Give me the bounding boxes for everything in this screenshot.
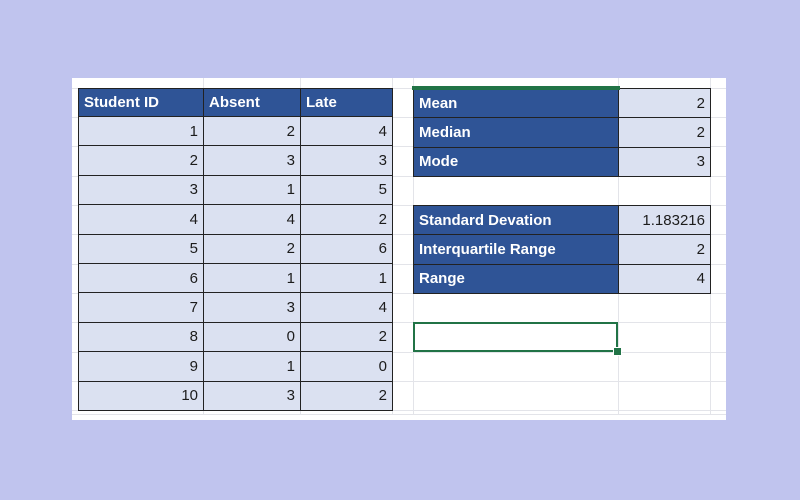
table-cell[interactable]: 9 xyxy=(79,352,204,382)
gridline xyxy=(72,381,726,382)
table-cell[interactable]: 2 xyxy=(204,234,301,264)
table-cell[interactable]: 1 xyxy=(204,352,301,382)
gridline xyxy=(72,264,726,265)
stat-label-median[interactable]: Median xyxy=(414,118,619,148)
table-cell[interactable]: 6 xyxy=(79,263,204,294)
stat-label-interquartile-range[interactable]: Interquartile Range xyxy=(414,235,619,265)
gridline xyxy=(72,410,726,411)
spread-stats-table: Standard Devation 1.183216 Interquartile… xyxy=(413,205,711,295)
stat-label-standard-deviation[interactable]: Standard Devation xyxy=(414,206,619,236)
table-cell[interactable]: 7 xyxy=(79,293,204,323)
column-header-absent[interactable]: Absent xyxy=(204,89,301,117)
gridline xyxy=(72,322,726,323)
stat-label-mode[interactable]: Mode xyxy=(414,147,619,178)
table-cell[interactable]: 6 xyxy=(301,234,393,264)
column-header-late[interactable]: Late xyxy=(301,89,393,117)
gridline xyxy=(72,176,726,177)
gridline xyxy=(72,234,726,235)
table-cell[interactable]: 4 xyxy=(204,205,301,235)
stat-value-standard-deviation[interactable]: 1.183216 xyxy=(619,206,711,236)
selection-edge-indicator xyxy=(412,86,620,90)
table-cell[interactable]: 4 xyxy=(301,293,393,323)
stat-value-range[interactable]: 4 xyxy=(619,264,711,295)
stat-value-interquartile-range[interactable]: 2 xyxy=(619,235,711,265)
table-cell[interactable]: 10 xyxy=(79,381,204,411)
stat-value-median[interactable]: 2 xyxy=(619,118,711,148)
table-cell[interactable]: 3 xyxy=(79,175,204,206)
table-cell[interactable]: 4 xyxy=(79,205,204,235)
stat-label-range[interactable]: Range xyxy=(414,264,619,295)
table-cell[interactable]: 2 xyxy=(301,322,393,353)
stat-label-mean[interactable]: Mean xyxy=(414,89,619,119)
table-cell[interactable]: 4 xyxy=(301,117,393,147)
table-cell[interactable]: 5 xyxy=(79,234,204,264)
table-cell[interactable]: 3 xyxy=(204,293,301,323)
gridline xyxy=(72,205,726,206)
table-cell[interactable]: 3 xyxy=(204,146,301,176)
active-cell-selection[interactable] xyxy=(413,322,622,356)
stat-value-mean[interactable]: 2 xyxy=(619,89,711,119)
table-cell[interactable]: 2 xyxy=(301,381,393,411)
gridline xyxy=(72,146,726,147)
table-cell[interactable]: 0 xyxy=(301,352,393,382)
gridline xyxy=(72,117,726,118)
table-cell[interactable]: 1 xyxy=(204,263,301,294)
table-cell[interactable]: 1 xyxy=(204,175,301,206)
table-cell[interactable]: 0 xyxy=(204,322,301,353)
table-cell[interactable]: 2 xyxy=(204,117,301,147)
table-cell[interactable]: 1 xyxy=(79,117,204,147)
gridline xyxy=(72,293,726,294)
table-cell[interactable]: 2 xyxy=(301,205,393,235)
table-cell[interactable]: 1 xyxy=(301,263,393,294)
gridline xyxy=(72,414,726,415)
gridline xyxy=(72,352,726,353)
column-header-student-id[interactable]: Student ID xyxy=(79,89,204,117)
table-cell[interactable]: 2 xyxy=(79,146,204,176)
table-cell[interactable]: 3 xyxy=(204,381,301,411)
table-cell[interactable]: 5 xyxy=(301,175,393,206)
gridline xyxy=(72,88,726,89)
table-cell[interactable]: 3 xyxy=(301,146,393,176)
central-tendency-table: Mean 2 Median 2 Mode 3 xyxy=(413,88,711,178)
table-cell[interactable]: 8 xyxy=(79,322,204,353)
fill-handle[interactable] xyxy=(612,346,622,356)
stat-value-mode[interactable]: 3 xyxy=(619,147,711,178)
